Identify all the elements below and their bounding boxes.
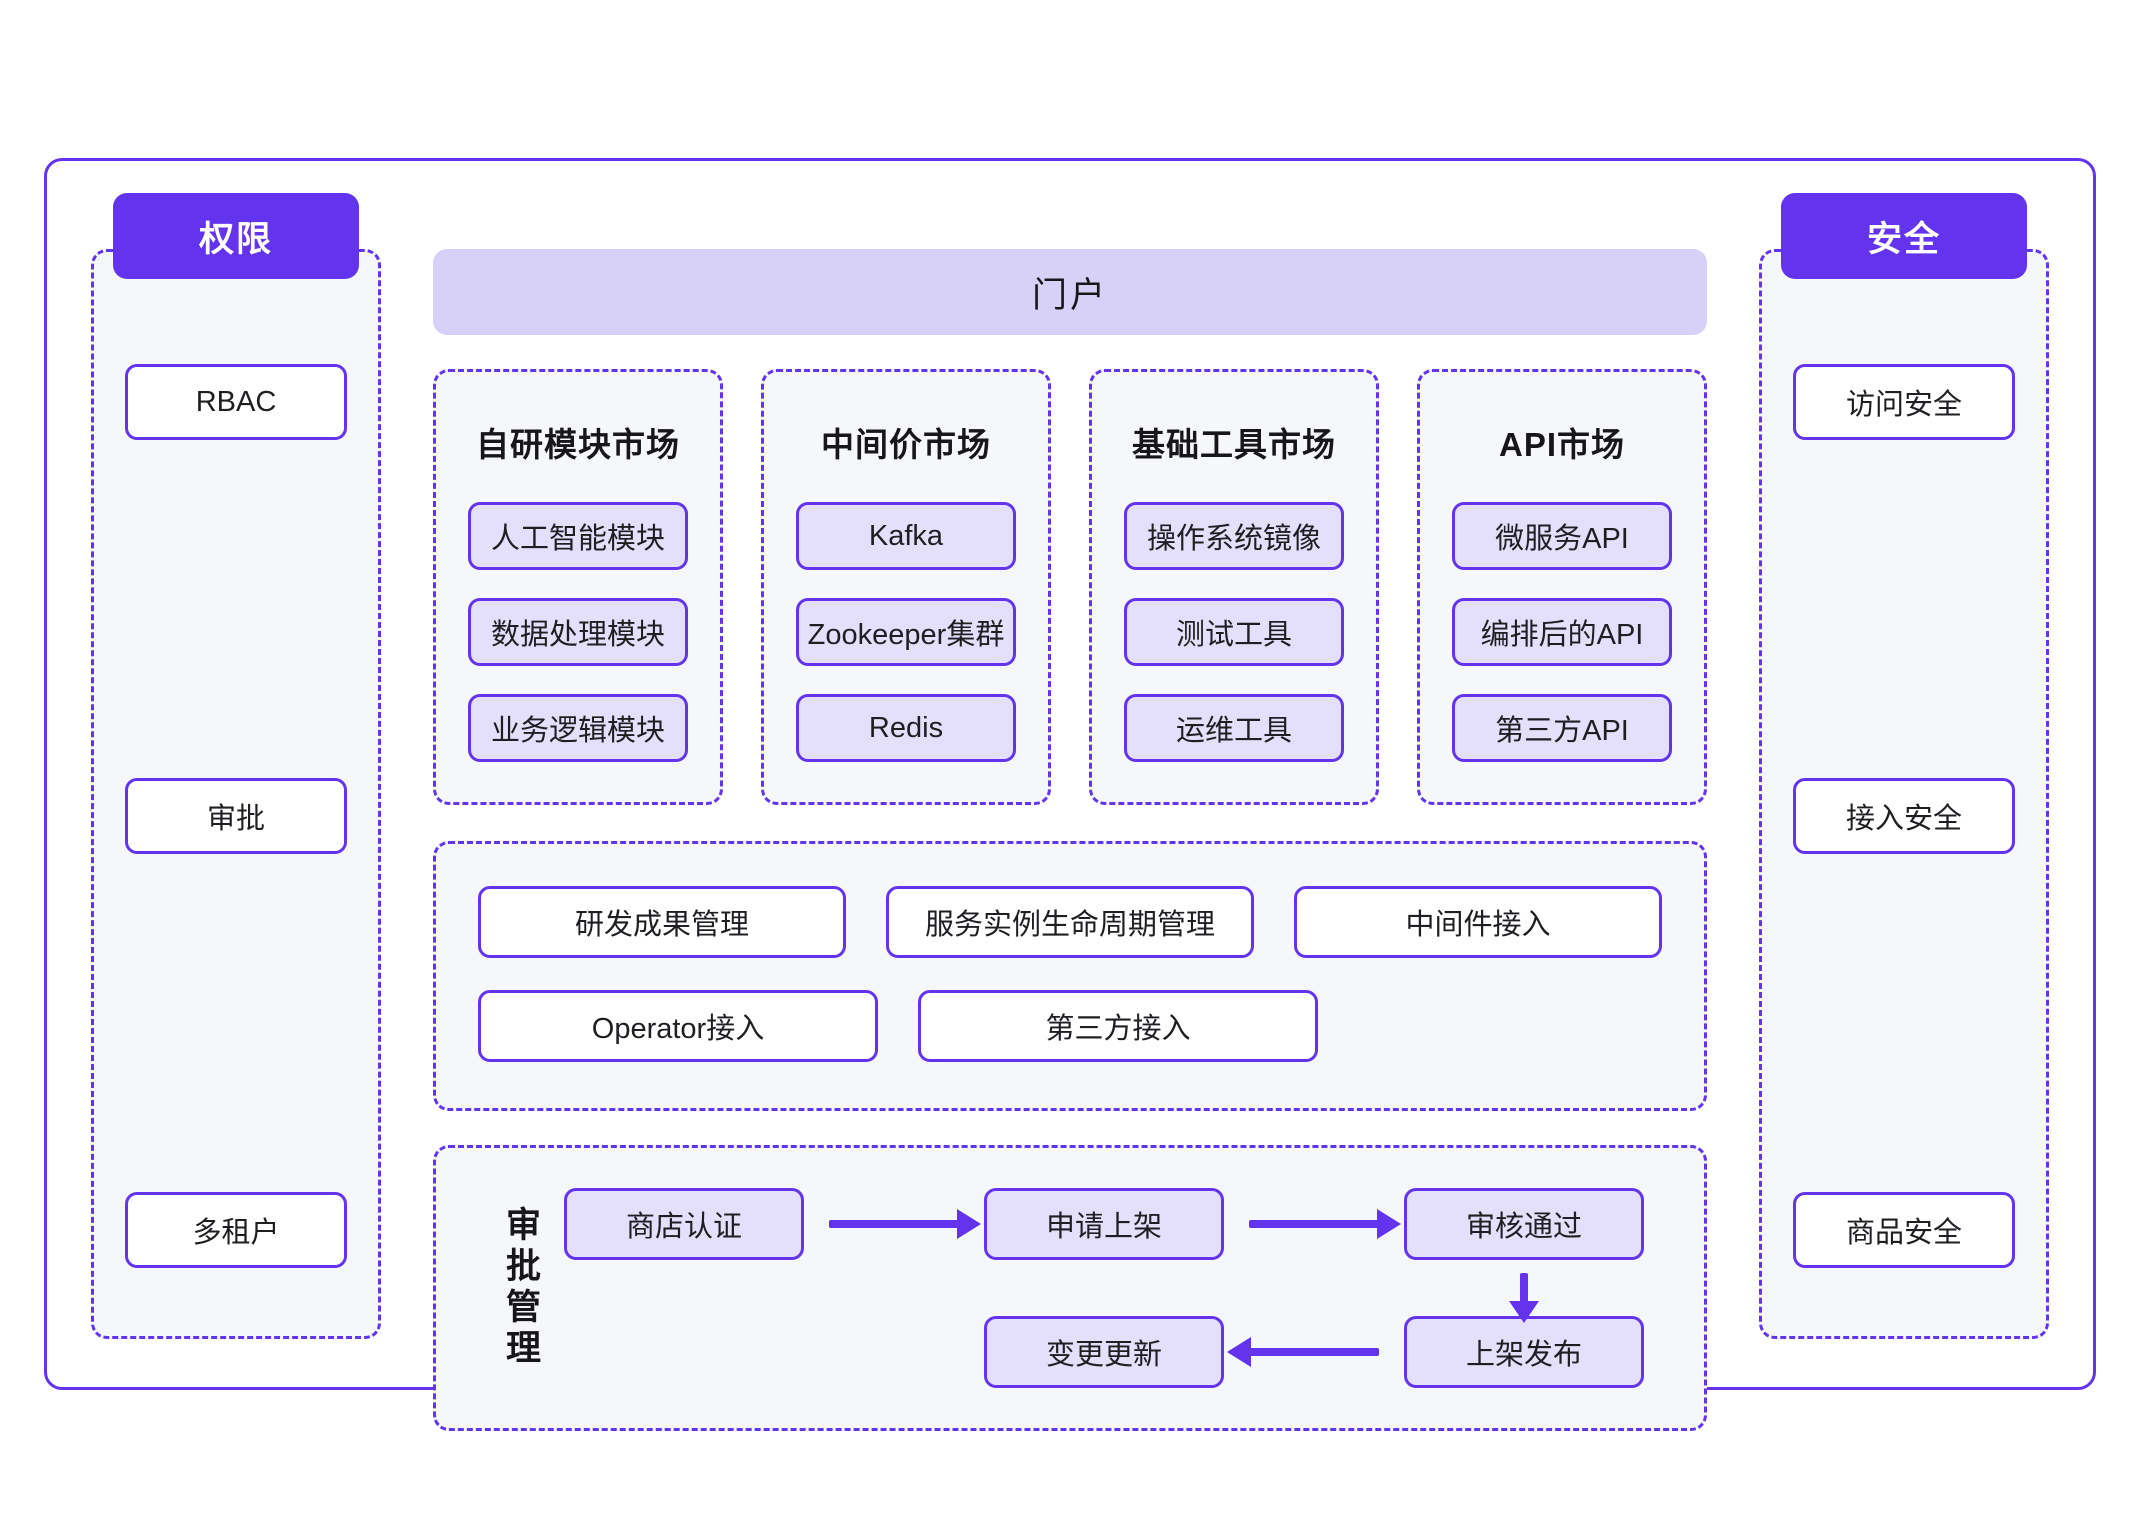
- market-title: 中间价市场: [821, 426, 991, 463]
- center-column: 门户 自研模块市场 人工智能模块 数据处理模块 业务逻辑模块 中间价市场 Kaf…: [433, 191, 1707, 1431]
- arrow-review-to-publish-icon: [1520, 1273, 1528, 1303]
- arrow-store-to-apply-icon: [829, 1220, 959, 1228]
- market-card-row: 自研模块市场 人工智能模块 数据处理模块 业务逻辑模块 中间价市场 Kafka …: [433, 369, 1707, 805]
- capability-row: Operator接入 第三方接入: [478, 990, 1662, 1062]
- market-item[interactable]: 业务逻辑模块: [468, 694, 688, 762]
- arrow-apply-to-review-icon: [1249, 1220, 1379, 1228]
- right-panel-tab: 安全: [1781, 193, 2027, 279]
- market-title: 自研模块市场: [476, 426, 680, 463]
- market-card-self-developed: 自研模块市场 人工智能模块 数据处理模块 业务逻辑模块: [433, 369, 723, 805]
- permission-item-multitenant[interactable]: 多租户: [125, 1192, 347, 1268]
- market-card-middleware: 中间价市场 Kafka Zookeeper集群 Redis: [761, 369, 1051, 805]
- market-title: 基础工具市场: [1132, 426, 1336, 463]
- security-item-access[interactable]: 访问安全: [1793, 364, 2015, 440]
- capability-item-rd-assets[interactable]: 研发成果管理: [478, 886, 846, 958]
- permission-item-rbac[interactable]: RBAC: [125, 364, 347, 440]
- portal-title-bar: 门户: [433, 249, 1707, 335]
- market-item[interactable]: Zookeeper集群: [796, 598, 1016, 666]
- capability-item-operator-access[interactable]: Operator接入: [478, 990, 878, 1062]
- market-item[interactable]: 第三方API: [1452, 694, 1672, 762]
- market-card-base-tools: 基础工具市场 操作系统镜像 测试工具 运维工具: [1089, 369, 1379, 805]
- market-item[interactable]: 人工智能模块: [468, 502, 688, 570]
- arrow-publish-to-change-icon: [1249, 1348, 1379, 1356]
- security-item-ingress[interactable]: 接入安全: [1793, 778, 2015, 854]
- security-item-product[interactable]: 商品安全: [1793, 1192, 2015, 1268]
- flow-node-publish[interactable]: 上架发布: [1404, 1316, 1644, 1388]
- permissions-panel: RBAC 审批 多租户: [91, 249, 381, 1339]
- left-panel-tab: 权限: [113, 193, 359, 279]
- market-item[interactable]: Kafka: [796, 502, 1016, 570]
- market-item[interactable]: 测试工具: [1124, 598, 1344, 666]
- approval-flow: 商店认证 申请上架 审核通过 变更更新 上架发布: [564, 1188, 1668, 1388]
- flow-node-store-cert[interactable]: 商店认证: [564, 1188, 804, 1260]
- security-panel: 访问安全 接入安全 商品安全: [1759, 249, 2049, 1339]
- capability-section: 研发成果管理 服务实例生命周期管理 中间件接入 Operator接入 第三方接入: [433, 841, 1707, 1111]
- capability-item-middleware-access[interactable]: 中间件接入: [1294, 886, 1662, 958]
- approval-section-label: 审批管理: [501, 1206, 540, 1370]
- market-item[interactable]: 操作系统镜像: [1124, 502, 1344, 570]
- permission-item-approval[interactable]: 审批: [125, 778, 347, 854]
- market-item[interactable]: Redis: [796, 694, 1016, 762]
- architecture-diagram-frame: 权限 RBAC 审批 多租户 安全 访问安全 接入安全 商品安全 门户 自研模块…: [44, 158, 2096, 1431]
- market-title: API市场: [1498, 426, 1625, 463]
- market-item[interactable]: 编排后的API: [1452, 598, 1672, 666]
- market-card-api: API市场 微服务API 编排后的API 第三方API: [1417, 369, 1707, 805]
- capability-item-service-lifecycle[interactable]: 服务实例生命周期管理: [886, 886, 1254, 958]
- approval-section: 审批管理 商店认证 申请上架 审核通过 变更更新 上架发布: [433, 1145, 1707, 1431]
- capability-row: 研发成果管理 服务实例生命周期管理 中间件接入: [478, 886, 1662, 958]
- market-item[interactable]: 微服务API: [1452, 502, 1672, 570]
- market-item[interactable]: 运维工具: [1124, 694, 1344, 762]
- market-item[interactable]: 数据处理模块: [468, 598, 688, 666]
- flow-node-apply-listing[interactable]: 申请上架: [984, 1188, 1224, 1260]
- capability-item-thirdparty-access[interactable]: 第三方接入: [918, 990, 1318, 1062]
- flow-node-change-update[interactable]: 变更更新: [984, 1316, 1224, 1388]
- flow-node-review-passed[interactable]: 审核通过: [1404, 1188, 1644, 1260]
